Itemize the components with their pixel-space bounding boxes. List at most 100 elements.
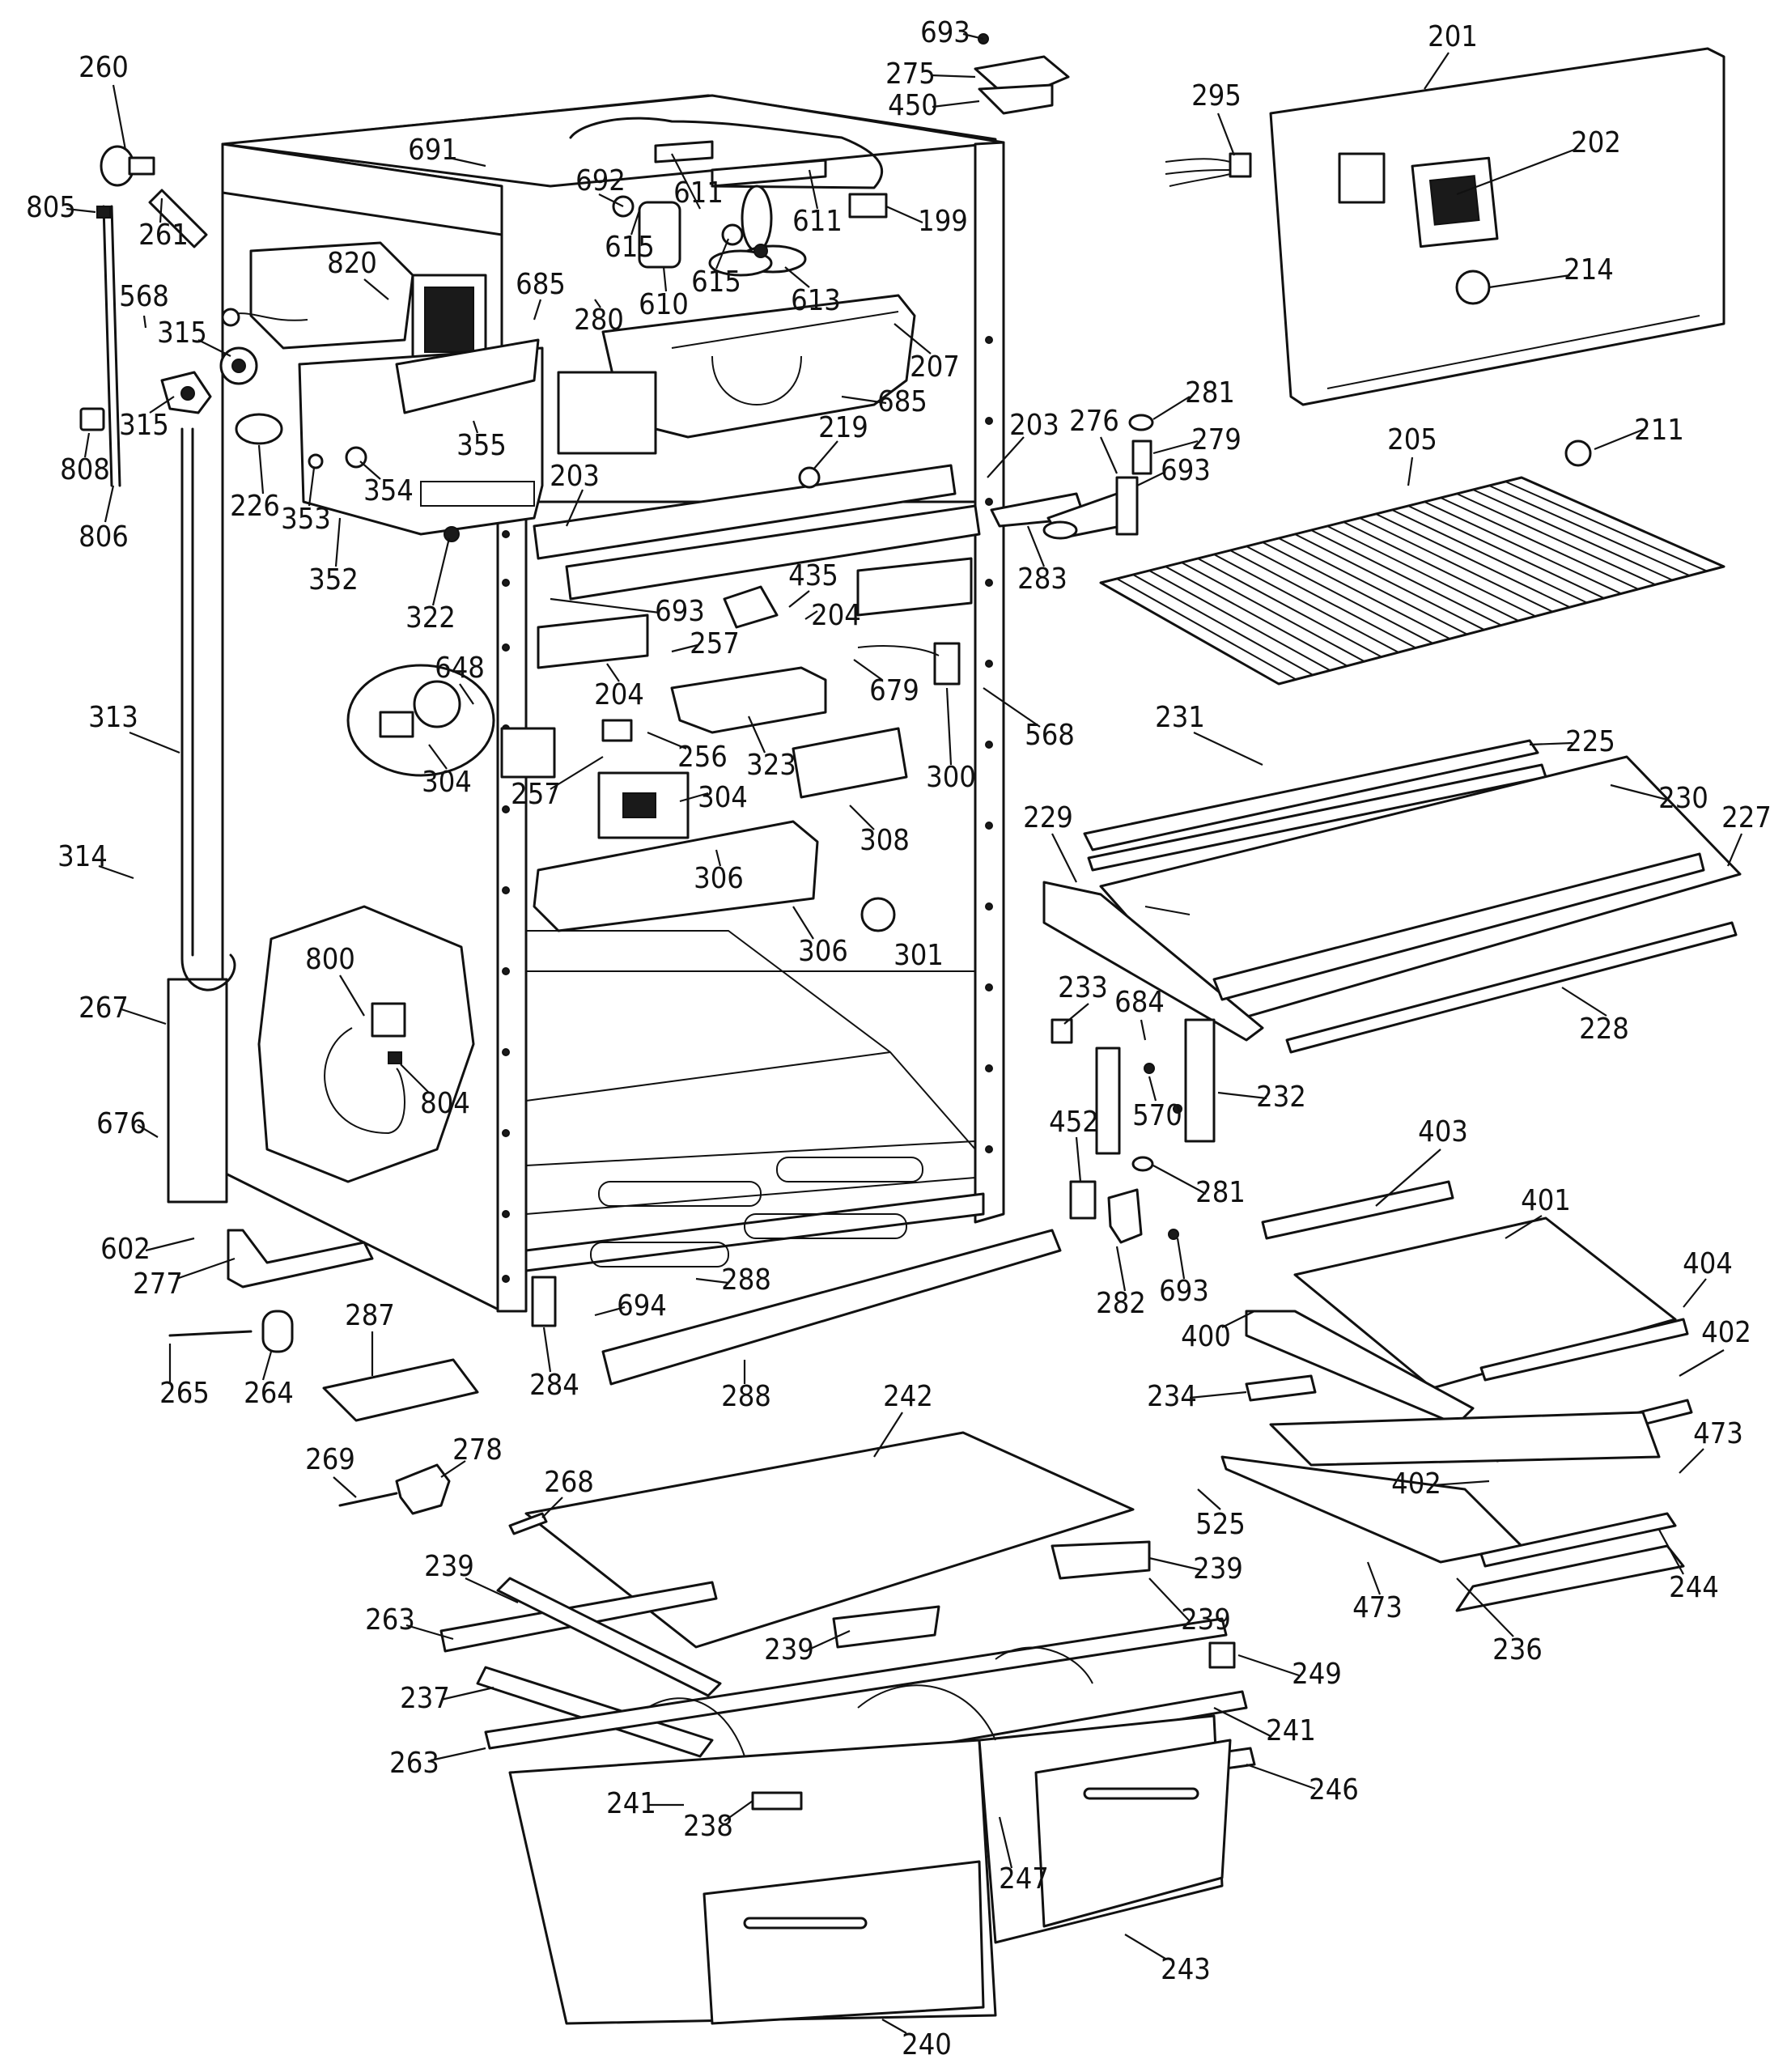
callout-288: 288	[721, 1263, 771, 1297]
grommet	[79, 407, 105, 431]
callout-256: 256	[677, 741, 728, 774]
callout-214: 214	[1564, 253, 1614, 287]
callout-227: 227	[1721, 801, 1772, 834]
callout-570: 570	[1132, 1099, 1182, 1132]
callout-685: 685	[877, 385, 927, 418]
pin-279	[1131, 439, 1152, 475]
callout-308: 308	[860, 824, 910, 857]
callout-403: 403	[1418, 1115, 1468, 1149]
callout-323: 323	[746, 749, 796, 782]
washer-281	[1128, 414, 1154, 431]
callout-202: 202	[1571, 126, 1621, 159]
callout-800: 800	[305, 943, 355, 976]
callout-402: 402	[1701, 1316, 1751, 1349]
callout-281: 281	[1195, 1176, 1246, 1209]
callout-265: 265	[159, 1377, 210, 1410]
callout-353: 353	[281, 503, 331, 536]
callout-281: 281	[1185, 376, 1235, 410]
callout-693: 693	[1159, 1275, 1209, 1308]
wire-harness	[1165, 152, 1252, 187]
callout-211: 211	[1634, 414, 1684, 447]
fan-assembly	[612, 140, 888, 277]
callout-685: 685	[516, 268, 566, 301]
callout-260: 260	[79, 51, 129, 84]
callout-602: 602	[100, 1233, 151, 1266]
callout-labels: 693 201 275 450 260 295 202 691 692 611 …	[26, 16, 1772, 2061]
callout-204: 204	[594, 678, 644, 711]
callout-257: 257	[511, 778, 561, 811]
callout-322: 322	[405, 601, 456, 635]
callout-278: 278	[452, 1433, 503, 1467]
callout-238: 238	[683, 1810, 733, 1843]
callout-207: 207	[910, 350, 960, 384]
screw-322	[444, 526, 460, 542]
callout-610: 610	[639, 288, 689, 321]
shelf-supports	[1051, 1018, 1216, 1244]
callout-284: 284	[529, 1369, 579, 1402]
callout-268: 268	[544, 1466, 594, 1499]
callout-450: 450	[888, 89, 938, 122]
callout-279: 279	[1191, 423, 1242, 456]
drain-tube	[180, 427, 236, 991]
callout-241: 241	[606, 1787, 656, 1820]
icemaker	[221, 241, 487, 366]
callout-694: 694	[617, 1289, 667, 1323]
callout-525: 525	[1195, 1508, 1246, 1541]
ice-bucket	[298, 338, 544, 536]
callout-300: 300	[926, 761, 976, 794]
callout-648: 648	[435, 652, 485, 685]
callout-225: 225	[1565, 725, 1615, 758]
callout-257: 257	[690, 627, 740, 660]
callout-264: 264	[244, 1377, 294, 1410]
callout-237: 237	[400, 1682, 450, 1715]
callout-805: 805	[26, 191, 76, 224]
screw-353	[308, 453, 324, 469]
callout-315: 315	[119, 409, 169, 442]
callout-611: 611	[792, 205, 843, 238]
callout-239: 239	[764, 1633, 814, 1667]
callout-306: 306	[694, 862, 744, 895]
callout-452: 452	[1049, 1106, 1099, 1139]
callout-301: 301	[894, 939, 944, 972]
rear-panel	[1269, 47, 1725, 406]
callout-204: 204	[811, 599, 861, 632]
callout-473: 473	[1352, 1591, 1403, 1624]
callout-263: 263	[389, 1747, 439, 1780]
callout-613: 613	[791, 284, 841, 317]
callout-249: 249	[1292, 1658, 1342, 1691]
callout-288: 288	[721, 1380, 771, 1413]
callout-352: 352	[308, 563, 359, 597]
callout-693: 693	[920, 16, 970, 49]
callout-240: 240	[902, 2028, 952, 2061]
crisper-section	[439, 1431, 1256, 2025]
callout-231: 231	[1155, 701, 1205, 734]
callout-229: 229	[1023, 801, 1073, 834]
callout-233: 233	[1058, 971, 1108, 1004]
callout-615: 615	[605, 231, 655, 264]
wire-shelf	[1099, 476, 1725, 686]
callout-199: 199	[918, 205, 968, 238]
callout-228: 228	[1579, 1013, 1629, 1046]
control-parts	[346, 557, 973, 932]
callout-402: 402	[1391, 1467, 1441, 1501]
callout-435: 435	[788, 559, 838, 592]
callout-276: 276	[1069, 405, 1119, 438]
callout-306: 306	[798, 935, 848, 968]
valve-inset	[257, 905, 475, 1183]
callout-568: 568	[119, 280, 169, 313]
callout-280: 280	[574, 304, 624, 337]
water-line	[102, 205, 113, 487]
callout-693: 693	[655, 595, 705, 628]
callout-804: 804	[420, 1087, 470, 1120]
plug-211	[1564, 439, 1592, 467]
callout-244: 244	[1669, 1571, 1719, 1604]
callout-261: 261	[138, 219, 189, 252]
callout-201: 201	[1428, 20, 1478, 53]
callout-808: 808	[60, 453, 110, 486]
callout-226: 226	[230, 490, 280, 523]
callout-269: 269	[305, 1443, 355, 1476]
callout-615: 615	[691, 265, 741, 299]
callout-355: 355	[456, 429, 507, 462]
callout-568: 568	[1025, 719, 1075, 752]
clip	[96, 206, 111, 219]
